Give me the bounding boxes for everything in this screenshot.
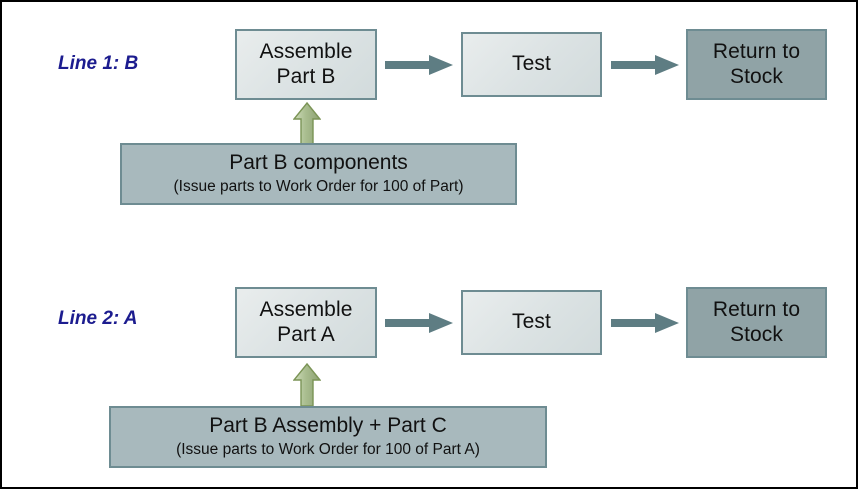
arrow-assemble-to-test-line-1 [385,55,453,75]
process-box-test-line-1[interactable]: Test [461,32,602,97]
arrow-test-to-return-line-2 [611,313,679,333]
test-label: Test [512,52,551,76]
return-line-2: Stock [729,64,784,88]
process-box-assemble-part-a[interactable]: Assemble Part A [235,287,377,358]
input-subtitle: (Issue parts to Work Order for 100 of Pa… [173,178,464,196]
arrow-components-to-assemble-line-2 [292,362,322,407]
arrow-test-to-return-line-1 [611,55,679,75]
input-box-part-b-assembly-part-c[interactable]: Part B Assembly + Part C (Issue parts to… [109,406,547,468]
process-box-assemble-part-b[interactable]: Assemble Part B [235,29,377,100]
process-box-test-line-2[interactable]: Test [461,290,602,355]
input-subtitle: (Issue parts to Work Order for 100 of Pa… [176,441,480,459]
return-line-2: Stock [729,322,784,346]
process-box-return-to-stock-line-1[interactable]: Return to Stock [686,29,827,100]
lane-label-line-2: Line 2: A [58,308,138,329]
process-box-return-to-stock-line-2[interactable]: Return to Stock [686,287,827,358]
arrow-components-to-assemble-line-1 [292,101,322,146]
lane-label-line-1: Line 1: B [58,53,139,74]
return-line-1: Return to [712,39,801,63]
input-box-part-b-components[interactable]: Part B components (Issue parts to Work O… [120,143,517,205]
input-title: Part B components [229,151,408,175]
arrow-assemble-to-test-line-2 [385,313,453,333]
return-line-1: Return to [712,297,801,321]
test-label: Test [512,310,551,334]
assemble-line-1: Assemble [259,39,353,63]
assemble-line-2: Part A [277,322,335,346]
assemble-line-1: Assemble [259,297,353,321]
assemble-line-2: Part B [276,64,336,88]
input-title: Part B Assembly + Part C [209,414,447,438]
